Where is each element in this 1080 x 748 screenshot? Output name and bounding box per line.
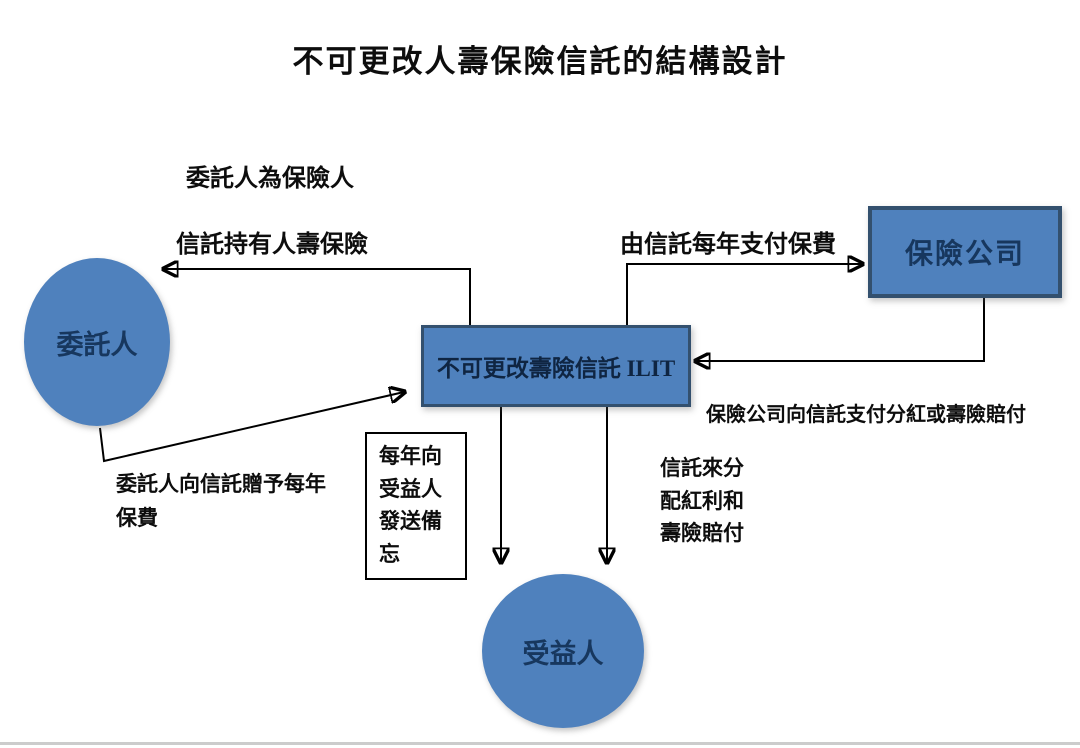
node-grantor: 委託人 xyxy=(24,258,170,426)
label-grantor-gifts-premium: 委託人向信託贈予每年保費 xyxy=(116,472,326,530)
ilit-label: 不可更改壽險信託 ILIT xyxy=(436,356,676,381)
beneficiary-label: 受益人 xyxy=(522,638,604,669)
label-insurer-pays-trust: 保險公司向信託支付分紅或壽險賠付 xyxy=(706,404,1026,426)
connector-trust-pays-premium xyxy=(626,264,862,326)
label-trust-holds-policy: 信託持有人壽保險 xyxy=(176,232,368,258)
label-trust-distributes: 信託來分配紅利和壽險賠付 xyxy=(660,456,744,546)
node-insurance-company: 保險公司 xyxy=(868,206,1062,298)
insurance-company-label: 保險公司 xyxy=(904,239,1025,270)
page-title: 不可更改人壽保險信託的結構設計 xyxy=(292,44,788,79)
node-beneficiary: 受益人 xyxy=(482,574,644,728)
node-ilit: 不可更改壽險信託 ILIT xyxy=(421,325,691,407)
memo-box: 每年向受益人發送備忘 xyxy=(365,432,467,581)
grantor-label: 委託人 xyxy=(56,329,138,360)
memo-text: 每年向受益人發送備忘 xyxy=(379,444,442,566)
connector-insurer-pays-trust xyxy=(696,296,985,361)
label-grantor-is-insured: 委託人為保險人 xyxy=(186,166,354,192)
label-trust-pays-premium: 由信託每年支付保費 xyxy=(620,232,836,258)
bottom-divider xyxy=(0,742,1080,745)
connector-trust-holds-policy xyxy=(164,269,471,326)
